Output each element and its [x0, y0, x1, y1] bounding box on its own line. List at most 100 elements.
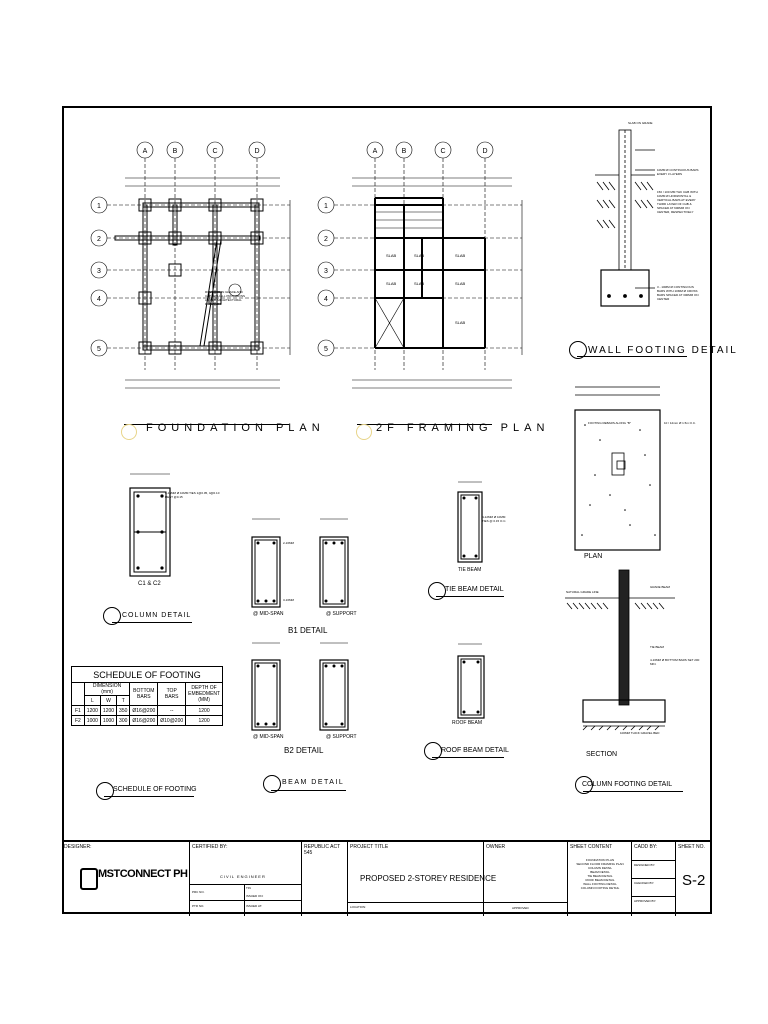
beam-details-drawing	[251, 518, 349, 731]
column-detail-title: COLUMN DETAIL	[122, 612, 192, 619]
owner-label: OWNER	[486, 844, 506, 850]
sheet-no: S-2	[682, 872, 706, 889]
b1-midspan-label: @ MID-SPAN	[253, 611, 284, 617]
schedule-caption: SCHEDULE OF FOOTING	[113, 786, 197, 793]
designed-by-label: DESIGNED BY:	[634, 863, 656, 867]
slab-label-7: SLAB	[455, 320, 466, 325]
b1-support-label: @ SUPPORT	[326, 611, 357, 617]
project-title: PROPOSED 2-STOREY RESIDENCE	[360, 874, 497, 883]
svg-text:B: B	[173, 148, 178, 155]
beam-detail-title: BEAM DETAIL	[282, 779, 345, 786]
column-detail-label: C1 & C2	[138, 581, 161, 587]
natural-grade-label: NATURAL GRADE LINE	[566, 590, 599, 594]
bottom-bars-label: 4-16MM Ø BOTTOM BARS SET 200 MIN.	[650, 658, 700, 666]
svg-text:1: 1	[97, 203, 101, 210]
foundation-plan-drawing: A B C D 1 2 3 4 5	[90, 141, 291, 389]
schedule-header-bottom: BOTTOM BARS	[129, 682, 159, 706]
svg-text:C: C	[212, 148, 217, 155]
tie-beam-title-underline	[436, 596, 504, 597]
svg-text:5: 5	[97, 346, 101, 353]
svg-text:2: 2	[97, 236, 101, 243]
wall-footing-title: WALL FOOTING DETAIL	[588, 345, 738, 356]
schedule-cell: F2	[71, 715, 85, 726]
schedule-caption-underline	[104, 796, 194, 797]
slab-label-4: SLAB	[386, 281, 397, 286]
svg-text:4: 4	[324, 296, 328, 303]
b2-support-label: @ SUPPORT	[326, 734, 357, 740]
b2-title: B2 DETAIL	[284, 746, 324, 755]
logo-icon	[80, 868, 98, 890]
b1-bottom-bars: 3-16MM	[283, 598, 295, 602]
wall-footing-note-1: 10MM Ø CONTINUOUS BARS EVERY 3 LAYERS	[657, 168, 699, 176]
column-footing-title-underline	[583, 791, 683, 792]
roof-beam-title: ROOF BEAM DETAIL	[441, 747, 509, 754]
schedule-cell: 1000	[83, 715, 101, 726]
tb-sheet-content: SHEET CONTENT FOUNDATION PLAN SECOND FLO…	[568, 842, 632, 916]
drawn-by-label: CADD BY:	[634, 844, 658, 850]
svg-text:5: 5	[324, 346, 328, 353]
column-footing-section-drawing	[565, 569, 675, 731]
schedule-header-dimension: DIMENSION (mm)	[83, 682, 131, 696]
schedule-cell: 350	[116, 705, 131, 716]
slab-label-5: SLAB	[414, 281, 425, 286]
slab-label-3: SLAB	[455, 253, 466, 258]
logo-text: MSTCONNECT PH	[98, 868, 188, 880]
tb-designer: DESIGNER: MSTCONNECT PH	[62, 842, 190, 916]
tb-sheet-no: SHEET NO. S-2	[676, 842, 712, 916]
sheet-content-list: FOUNDATION PLAN SECOND FLOOR FRAMING PLA…	[576, 858, 624, 890]
roof-beam-title-underline	[432, 757, 504, 758]
framing-plan-title: 2F FRAMING PLAN	[376, 422, 550, 434]
column-detail-title-bubble	[103, 607, 121, 625]
column-footing-title-bubble	[575, 776, 593, 794]
schedule-row: F2 1000 1000 300 Ø16@200 Ø10@200 1200	[71, 715, 223, 726]
grade-beam-label: GRADE BEAM	[650, 585, 671, 589]
b1-title: B1 DETAIL	[288, 626, 328, 635]
schedule-cell: Ø16@200	[129, 705, 159, 716]
schedule-cell: Ø10@200	[157, 715, 187, 726]
republic-act-label: REPUBLIC ACT 545	[304, 844, 341, 856]
prc-no-label: PRC NO.	[192, 890, 205, 894]
project-title-label: PROJECT TITLE	[350, 844, 389, 850]
svg-text:C: C	[440, 148, 445, 155]
wall-footing-drawing	[595, 129, 655, 307]
svg-text:3: 3	[97, 268, 101, 275]
tie-beam-title-bubble	[428, 582, 446, 600]
gravel-bed-label: 100MM THICK GRAVEL BED	[620, 731, 660, 735]
schedule-cell: 1200	[185, 705, 223, 716]
svg-text:B: B	[402, 148, 407, 155]
tb-owner: OWNER APPROVED	[484, 842, 568, 916]
schedule-caption-bubble	[96, 782, 114, 800]
svg-text:1: 1	[324, 203, 328, 210]
svg-text:A: A	[143, 148, 148, 155]
title-block: DESIGNER: MSTCONNECT PH CERTIFIED BY: CI…	[62, 840, 712, 916]
b2-midspan-label: @ MID-SPAN	[253, 734, 284, 740]
tb-signatures: CADD BY: DESIGNED BY: CHECKED BY: APPROV…	[632, 842, 676, 916]
tb-certified: CERTIFIED BY: CIVIL ENGINEER PRC NO. PTR…	[190, 842, 302, 916]
beam-detail-title-underline	[271, 790, 346, 791]
footing-plan-drawing	[574, 386, 661, 551]
wall-footing-title-underline	[577, 356, 687, 357]
tie-beam-label: TIE BEAM	[458, 567, 482, 573]
b1-top-bars: 2-16MM	[283, 541, 295, 545]
section-label: SECTION	[586, 751, 618, 758]
slab-label-6: SLAB	[455, 281, 466, 286]
beam-detail-title-bubble	[263, 775, 281, 793]
schedule-cell: F1	[71, 705, 85, 716]
slab-label-1: SLAB	[386, 253, 397, 258]
foundation-plan-title-bubble	[121, 424, 137, 440]
wall-footing-note-3: 3 - 10MM Ø CONTINUOUS BARS WITH 10MM Ø C…	[657, 285, 699, 301]
schedule-cell: 1200	[185, 715, 223, 726]
svg-text:4: 4	[97, 296, 101, 303]
slab-label-2: SLAB	[414, 253, 425, 258]
column-detail-drawing	[129, 473, 171, 577]
footing-plan-dim: 10 / 12mm Ø 1.5m O.C.	[664, 421, 696, 425]
tie-beam-title: TIE BEAM DETAIL	[445, 586, 504, 593]
sheet-no-label: SHEET NO.	[678, 844, 705, 850]
wall-footing-note-2: 150 / 100 MM THK CHB WITH 10MM Ø HORIZON…	[657, 190, 698, 214]
checked-by-label: CHECKED BY:	[634, 881, 655, 885]
svg-text:D: D	[254, 148, 259, 155]
schedule-header-depth: DEPTH OF EMBEDMENT (MM)	[185, 682, 223, 706]
drawing-sheet	[62, 106, 712, 914]
roof-beam-label: ROOF BEAM	[452, 720, 483, 726]
